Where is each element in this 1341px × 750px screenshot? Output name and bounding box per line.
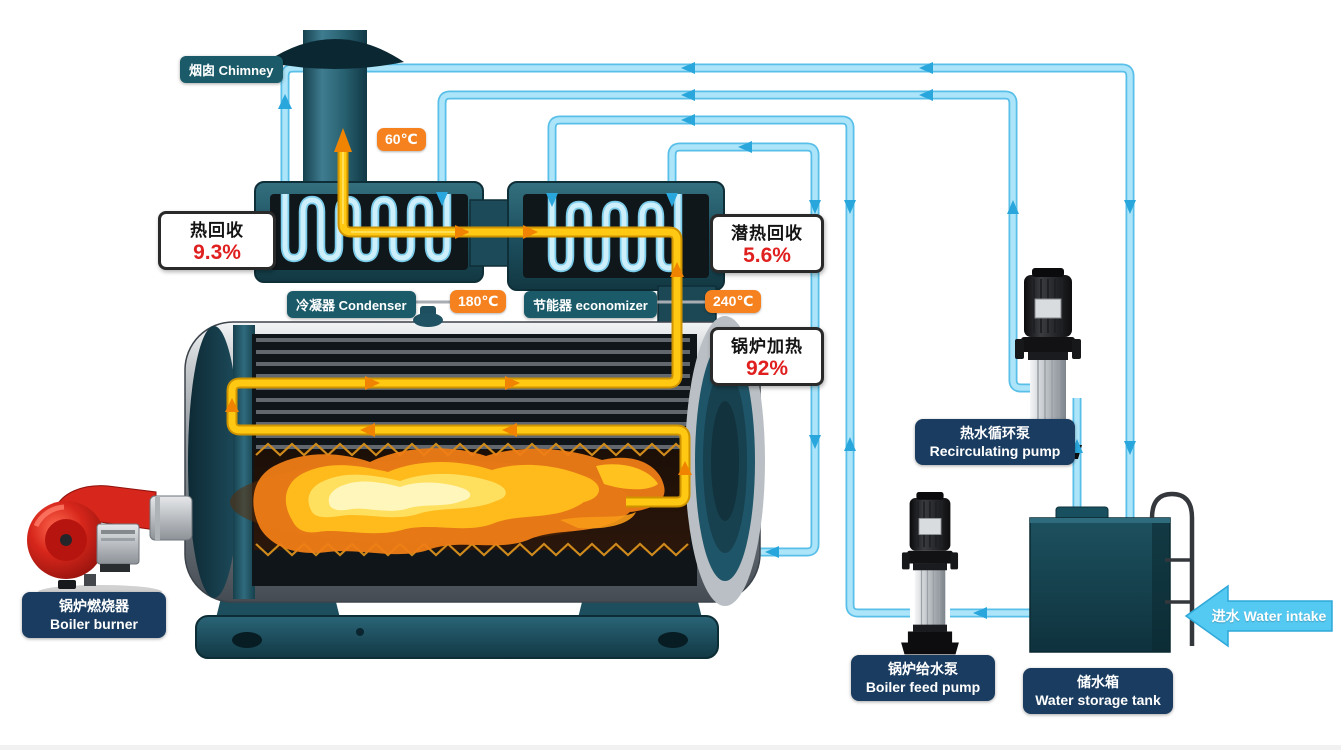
tank-label-en: Water storage tank: [1035, 692, 1161, 709]
water-intake-label: 进水 Water intake: [1211, 608, 1327, 624]
bottom-edge-strip: [0, 745, 1341, 750]
temp-economizer-flue: 240℃: [705, 290, 762, 313]
latent-heat-value: 5.6%: [743, 244, 791, 267]
boiler-heating-stat: 锅炉加热 92%: [710, 327, 824, 386]
boiler-top-valve: [413, 313, 443, 327]
boiler: [184, 306, 765, 606]
latent-heat-title: 潜热回收: [731, 224, 803, 243]
burner: [27, 485, 193, 599]
feed-label-en: Boiler feed pump: [865, 679, 981, 696]
heat-recovery-stat: 热回收 9.3%: [158, 211, 276, 270]
temp-chimney-exhaust: 60℃: [377, 128, 426, 151]
burner-label-en: Boiler burner: [50, 616, 138, 633]
boiler-heating-title: 锅炉加热: [731, 337, 803, 356]
chimney: [266, 30, 404, 192]
water-storage-tank: [1029, 491, 1195, 653]
flame: [253, 448, 665, 555]
boiler-heating-value: 92%: [745, 357, 789, 380]
water-intake-arrow: [1184, 584, 1333, 648]
boiler-feed-pump: [900, 491, 960, 656]
boiler-left-head: [188, 326, 240, 598]
burner-label: 锅炉燃烧器 Boiler burner: [22, 592, 166, 639]
heat-recovery-value: 9.3%: [193, 241, 241, 264]
burner-label-zh: 锅炉燃烧器: [59, 598, 129, 614]
recirc-label-zh: 热水循环泵: [960, 425, 1030, 441]
condenser-coil: [280, 194, 452, 263]
chimney-cap: [266, 39, 404, 69]
feed-label-zh: 锅炉给水泵: [888, 661, 958, 677]
boiler-end-cap: [685, 316, 765, 606]
feed-pump-label: 锅炉给水泵 Boiler feed pump: [851, 655, 995, 702]
flow-arrows: [225, 62, 1136, 619]
heat-recovery-title: 热回收: [190, 221, 244, 240]
condenser-label: 冷凝器 Condenser: [287, 291, 416, 318]
latent-heat-stat: 潜热回收 5.6%: [710, 214, 824, 273]
temp-condenser-flue: 180℃: [450, 290, 507, 313]
tank-label-zh: 储水箱: [1077, 674, 1119, 690]
economizer-coil: [547, 194, 683, 273]
tank-ladder: [1149, 491, 1195, 646]
economizer-label: 节能器 economizer: [524, 291, 657, 318]
water-pipes: [280, 63, 1135, 618]
recirculating-pump-label: 热水循环泵 Recirculating pump: [915, 419, 1075, 466]
recirc-label-en: Recirculating pump: [929, 443, 1061, 460]
burner-nozzle: [149, 495, 193, 541]
tank-label: 储水箱 Water storage tank: [1023, 668, 1173, 715]
flue-gas-pipe: [226, 142, 691, 508]
chimney-label: 烟囱 Chimney: [180, 56, 283, 83]
